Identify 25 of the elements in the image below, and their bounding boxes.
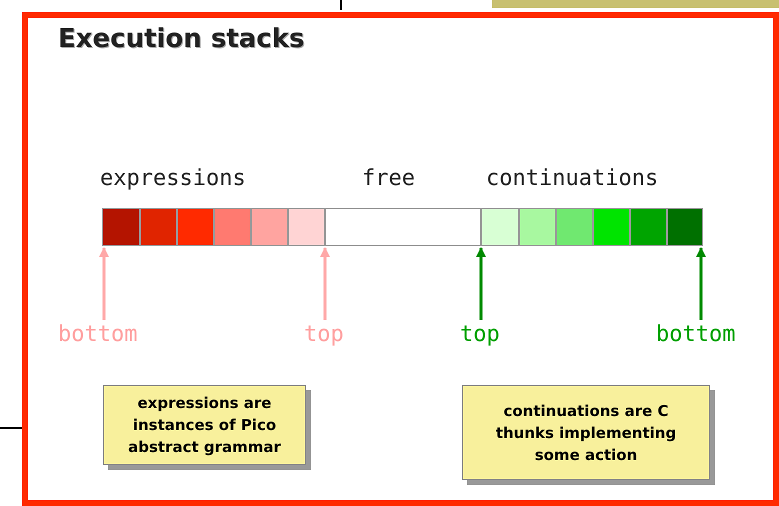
arrow — [476, 247, 486, 320]
stack-cell — [667, 208, 703, 246]
pointer-label: top — [304, 322, 344, 347]
stack-cell — [214, 208, 251, 246]
pointer-label: top — [460, 322, 500, 347]
pointer-label: bottom — [656, 322, 736, 347]
pointer-label: bottom — [58, 322, 138, 347]
stack-cell — [593, 208, 630, 246]
stack-cell — [630, 208, 667, 246]
section-label: continuations — [486, 166, 658, 191]
slide-title: Execution stacks — [58, 24, 304, 54]
stack-cell — [102, 208, 140, 246]
stack-cell — [288, 208, 325, 246]
stack-cell — [177, 208, 214, 246]
arrow — [320, 247, 330, 320]
stack-cell — [325, 208, 481, 246]
section-label: expressions — [100, 166, 246, 191]
section-label: free — [362, 166, 415, 191]
stack-cell — [140, 208, 177, 246]
arrow — [99, 247, 109, 320]
stack-cell — [251, 208, 288, 246]
arrow — [696, 247, 706, 320]
stack-cell — [519, 208, 556, 246]
stack-cell — [481, 208, 519, 246]
stack-cell — [556, 208, 593, 246]
